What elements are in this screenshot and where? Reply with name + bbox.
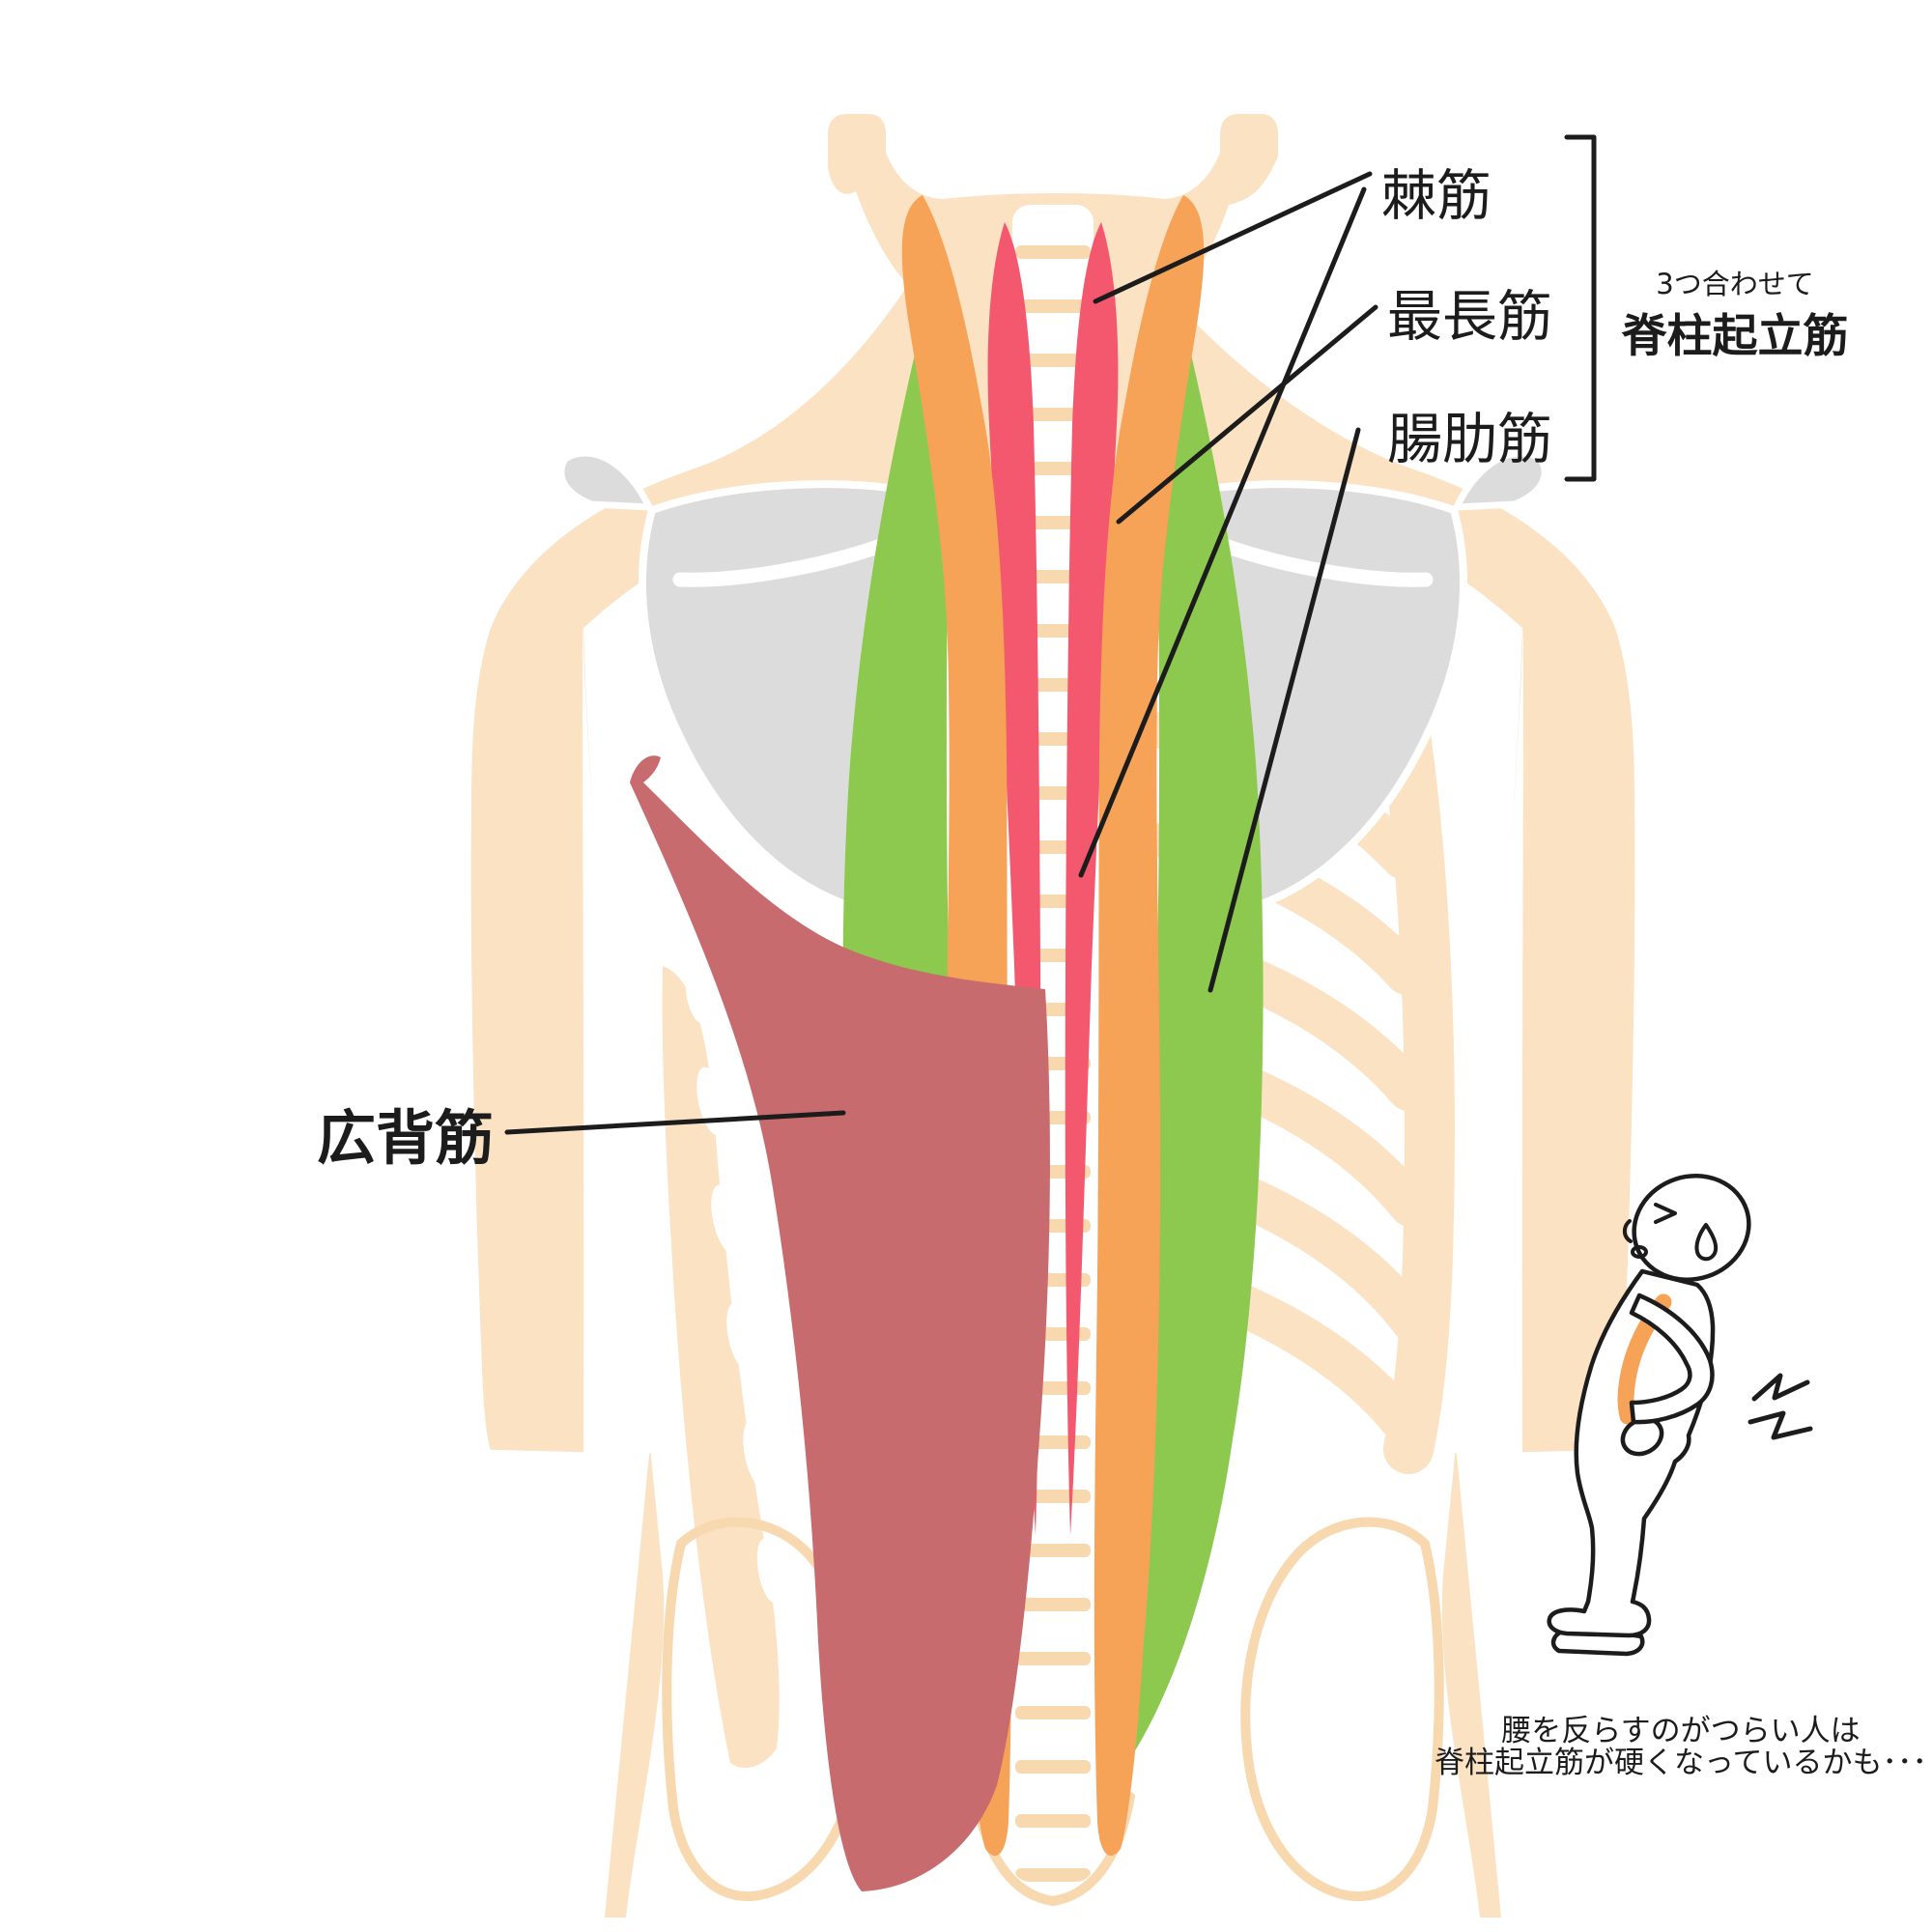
label-longissimus: 最長筋	[1387, 285, 1552, 349]
label-erector-note: 3つ合わせて	[1656, 268, 1814, 300]
ribs-left-band	[662, 966, 780, 1768]
figure-mouth	[1631, 1245, 1648, 1259]
armpit-gap-right	[1440, 623, 1523, 1455]
figure-arm	[1629, 1293, 1715, 1425]
arm-cut-left	[391, 1447, 649, 1918]
latissimus-muscle	[630, 755, 1050, 1891]
group-bracket	[1564, 134, 1597, 482]
pain-figure	[1547, 1174, 1813, 1657]
longissimus-right-muscle	[1094, 195, 1205, 1857]
figure-caption: 腰を反らすのがつらい人は 脊柱起立筋が硬くなっているかも･･･	[1391, 1716, 1932, 1779]
figure-erector-highlight	[1617, 1293, 1672, 1425]
figure-caption-line2: 脊柱起立筋が硬くなっているかも･･･	[1435, 1746, 1927, 1780]
label-spinalis: 棘筋	[1381, 164, 1492, 228]
figure-caption-line1: 腰を反らすのがつらい人は	[1501, 1714, 1861, 1748]
leader-spinalis-lower	[1078, 186, 1367, 878]
label-iliocostalis: 腸肋筋	[1387, 408, 1552, 471]
costal-edge-right	[1378, 690, 1455, 1474]
leader-spinalis-upper	[1093, 171, 1373, 304]
label-latissimus: 広背筋	[317, 1104, 495, 1173]
arm-cut-right	[1457, 1447, 1715, 1918]
leader-iliocostalis	[1208, 427, 1361, 993]
armpit-gap-left	[582, 623, 666, 1455]
pain-mark-upper	[1751, 1373, 1810, 1402]
figure-sweat-drop	[1694, 1223, 1719, 1262]
figure-ear	[1622, 1219, 1633, 1243]
leader-lines	[504, 134, 1597, 1135]
leader-longissimus	[1116, 304, 1378, 525]
leader-latissimus	[504, 1110, 846, 1135]
figure-closed-eye	[1654, 1203, 1677, 1224]
pain-mark-lower	[1747, 1410, 1813, 1440]
spinalis-right-muscle	[1065, 222, 1119, 1536]
rib-gaps-left	[685, 970, 783, 1604]
label-erector-spinae: 脊柱起立筋	[1621, 310, 1849, 363]
